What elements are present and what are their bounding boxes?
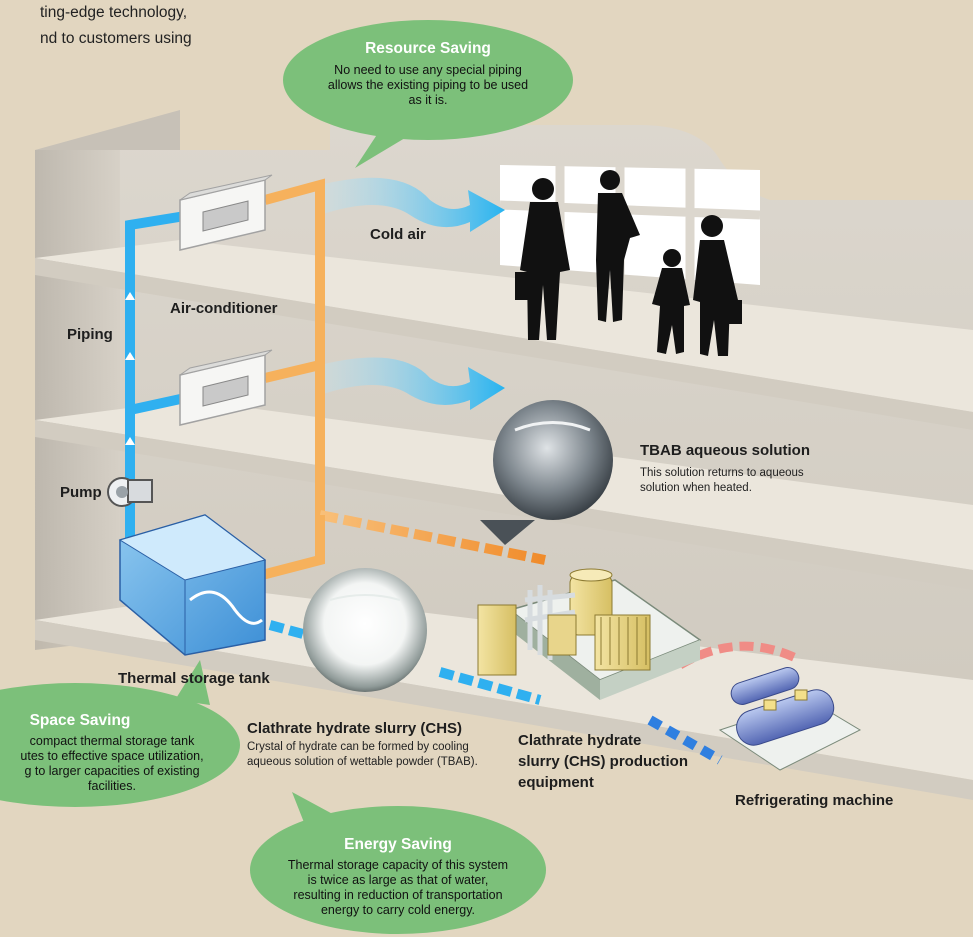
resource-saving-title: Resource Saving bbox=[365, 40, 491, 57]
chs-equipment-label: Clathrate hydrate slurry (CHS) productio… bbox=[518, 730, 688, 793]
warm-pipes bbox=[260, 178, 546, 580]
energy-saving-line-1: Thermal storage capacity of this system bbox=[287, 858, 509, 872]
chs-equipment-line-1: Clathrate hydrate bbox=[518, 732, 642, 749]
cold-air-arrows bbox=[320, 177, 505, 410]
space-saving-title: Space Saving bbox=[29, 712, 131, 729]
energy-saving-title: Energy Saving bbox=[344, 836, 452, 853]
chs-equipment-line-3: equipment bbox=[518, 774, 594, 791]
flow-chevrons bbox=[125, 292, 135, 445]
chs-photo bbox=[303, 568, 427, 692]
space-saving-line-4: facilities. bbox=[88, 779, 136, 793]
tbab-photo bbox=[480, 400, 613, 545]
chs-desc-line-2: aqueous solution of wettable powder (TBA… bbox=[247, 756, 478, 768]
refrigerating-machine-label: Refrigerating machine bbox=[735, 792, 894, 809]
energy-saving-line-4: energy to carry cold energy. bbox=[320, 903, 475, 917]
refrigerant-loop bbox=[677, 641, 803, 669]
resource-saving-bubble bbox=[283, 20, 573, 168]
refrigerating-machine bbox=[718, 667, 862, 771]
tbab-desc-line-1: This solution returns to aqueous bbox=[640, 467, 804, 479]
space-saving-line-2: utes to effective space utilization, bbox=[20, 749, 204, 763]
air-conditioner-label: Air-conditioner bbox=[170, 300, 278, 317]
energy-saving-line-3: resulting in reduction of transportation bbox=[293, 888, 503, 902]
space-saving-line-3: g to larger capacities of existing bbox=[24, 764, 200, 778]
tbab-desc-line-2: solution when heated. bbox=[640, 482, 752, 494]
cold-air-label: Cold air bbox=[370, 226, 426, 243]
people-silhouettes bbox=[515, 170, 742, 356]
resource-saving-line-3: as it is. bbox=[408, 93, 448, 107]
space-saving-bubble bbox=[0, 660, 240, 807]
space-saving-text: compact thermal storage tank utes to eff… bbox=[0, 734, 224, 794]
floor-slab-upper bbox=[35, 240, 973, 412]
tbab-description: This solution returns to aqueous solutio… bbox=[640, 466, 804, 496]
tbab-title: TBAB aqueous solution bbox=[640, 442, 810, 459]
chs-title: Clathrate hydrate slurry (CHS) bbox=[247, 720, 463, 737]
intro-line-2: nd to customers using bbox=[40, 30, 192, 47]
resource-saving-line-2: allows the existing piping to be used bbox=[327, 78, 529, 92]
chs-description: Crystal of hydrate can be formed by cool… bbox=[247, 740, 478, 770]
energy-saving-line-2: is twice as large as that of water, bbox=[307, 873, 489, 887]
piping-label: Piping bbox=[67, 326, 113, 343]
thermal-storage-tank bbox=[118, 514, 267, 656]
chs-desc-line-1: Crystal of hydrate can be formed by cool… bbox=[247, 741, 469, 753]
energy-saving-bubble bbox=[250, 792, 546, 934]
intro-text: ting-edge technology, nd to customers us… bbox=[40, 0, 212, 52]
chs-production-equipment bbox=[477, 568, 702, 700]
space-saving-line-1: compact thermal storage tank bbox=[29, 734, 195, 748]
thermal-storage-tank-label: Thermal storage tank bbox=[118, 670, 270, 687]
air-conditioner-upper bbox=[179, 174, 273, 251]
chs-equipment-line-2: slurry (CHS) production bbox=[518, 753, 689, 770]
cold-pipes bbox=[125, 211, 723, 765]
air-conditioner-lower bbox=[179, 349, 273, 426]
resource-saving-line-1: No need to use any special piping bbox=[334, 63, 522, 77]
energy-saving-text: Thermal storage capacity of this system … bbox=[256, 858, 540, 918]
pump-icon bbox=[107, 477, 153, 507]
pump-label: Pump bbox=[60, 484, 102, 501]
intro-line-1: ting-edge technology, bbox=[40, 4, 188, 21]
resource-saving-text: No need to use any special piping allows… bbox=[290, 63, 566, 108]
